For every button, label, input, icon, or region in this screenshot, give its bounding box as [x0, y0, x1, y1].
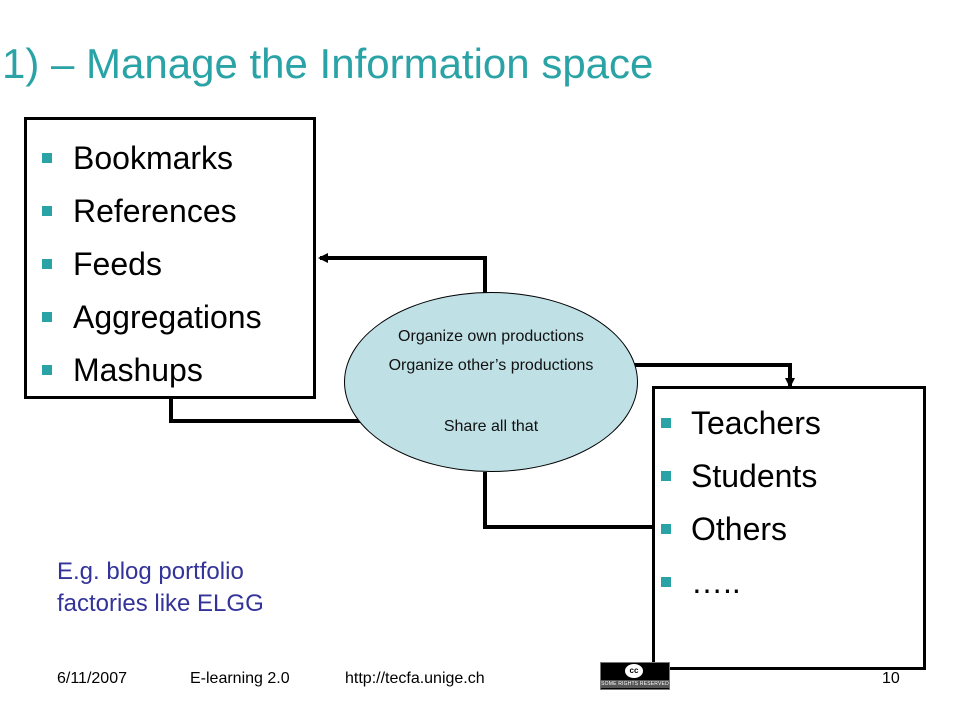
list-item: Students [655, 450, 923, 503]
square-bullet-icon [661, 524, 671, 534]
creative-commons-icon: cc [625, 664, 643, 678]
list-item-label: References [73, 193, 237, 229]
arrow-to-left-box [318, 253, 487, 300]
ellipse-line-others-productions: Organize other’s productions [388, 357, 594, 374]
list-item: References [27, 185, 313, 238]
square-bullet-icon [42, 312, 52, 322]
list-item-label: Others [691, 511, 788, 547]
ellipse-line-share: Share all that [443, 418, 539, 435]
license-text: SOME RIGHTS RESERVED [601, 680, 669, 688]
square-bullet-icon [42, 365, 52, 375]
list-item: Feeds [27, 238, 313, 291]
list-item-label: Bookmarks [73, 140, 234, 176]
slide-title: 1) – Manage the Information space [2, 40, 654, 87]
list-item-label: Students [691, 458, 818, 494]
line-to-right-box-bottom [483, 472, 652, 529]
example-note: E.g. blog portfolio factories like ELGG [57, 556, 264, 620]
square-bullet-icon [661, 471, 671, 481]
audience-box: Teachers Students Others ….. [652, 386, 926, 670]
list-item-label: Feeds [73, 246, 162, 282]
example-note-line: factories like ELGG [57, 590, 264, 617]
square-bullet-icon [42, 206, 52, 216]
line-left-box-bottom [169, 399, 360, 423]
list-item-label: ….. [691, 564, 741, 600]
page-number: 10 [882, 670, 900, 687]
list-item: Teachers [655, 397, 923, 450]
square-bullet-icon [661, 418, 671, 428]
square-bullet-icon [42, 259, 52, 269]
organize-ellipse [344, 292, 638, 472]
list-item-label: Mashups [73, 352, 203, 388]
list-item: Aggregations [27, 291, 313, 344]
list-item: Bookmarks [27, 132, 313, 185]
footer-url: http://tecfa.unige.ch [345, 670, 485, 687]
information-types-box: Bookmarks References Feeds Aggregations … [24, 117, 316, 399]
list-item: ….. [655, 556, 923, 609]
information-types-list: Bookmarks References Feeds Aggregations … [27, 120, 313, 397]
list-item-label: Aggregations [73, 299, 262, 335]
square-bullet-icon [661, 577, 671, 587]
arrow-to-right-box [600, 363, 795, 388]
list-item-label: Teachers [691, 405, 821, 441]
list-item: Others [655, 503, 923, 556]
square-bullet-icon [42, 153, 52, 163]
ellipse-line-own-productions: Organize own productions [398, 328, 584, 345]
audience-list: Teachers Students Others ….. [655, 389, 923, 609]
list-item: Mashups [27, 344, 313, 397]
creative-commons-badge: cc SOME RIGHTS RESERVED [600, 662, 670, 690]
footer-date: 6/11/2007 [57, 670, 127, 687]
example-note-line: E.g. blog portfolio [57, 558, 244, 585]
footer-course: E-learning 2.0 [190, 670, 290, 687]
